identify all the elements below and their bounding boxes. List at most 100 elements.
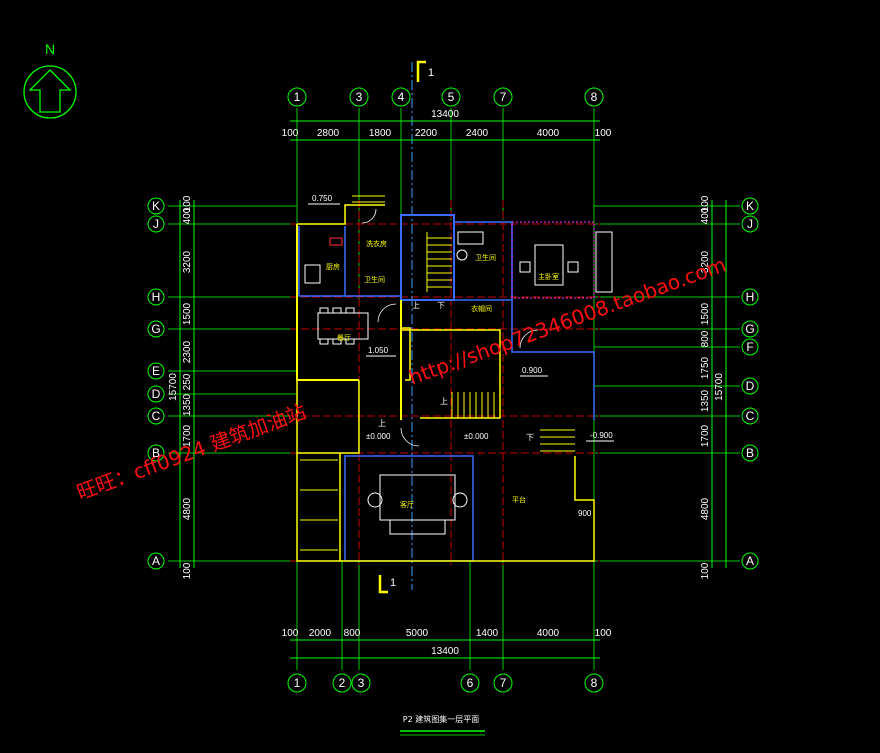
axis-label: J — [153, 217, 159, 231]
dim: 4000 — [537, 628, 560, 639]
dim: 100 — [182, 195, 193, 212]
doors — [361, 208, 539, 447]
caption-text: P2 建筑图集一层平面 — [403, 714, 479, 724]
level-label: -0.900 — [590, 431, 613, 440]
bottom-axis-bubbles: 1 2 3 6 7 8 — [287, 673, 604, 693]
building-walls — [296, 204, 595, 562]
dim: 4000 — [537, 128, 560, 139]
room-label-bathroom: 卫生间 — [364, 275, 385, 284]
room-label-kitchen: 厨房 — [326, 262, 340, 271]
right-axis-bubbles: K J H G F D C B A — [741, 197, 759, 570]
left-dimensions: 100 400 3200 1500 2300 250 1350 1700 480… — [168, 195, 195, 579]
dim: 3200 — [700, 250, 711, 273]
axis-label: 8 — [591, 676, 598, 690]
stair-labels: 上 下 上 下 上 — [378, 301, 534, 442]
section-mark-top: 1 — [428, 67, 434, 79]
furniture — [304, 231, 613, 535]
level-label: ±0.000 — [464, 432, 489, 441]
north-arrow: N — [23, 41, 77, 119]
axis-label: G — [745, 322, 754, 336]
dim: 1500 — [700, 302, 711, 325]
axis-label: 8 — [591, 90, 598, 104]
room-label-laundry: 洗衣房 — [366, 239, 387, 248]
dim: 1700 — [182, 424, 193, 447]
dim: 100 — [182, 562, 193, 579]
dim: 400 — [182, 207, 193, 224]
level-marks: 0.750 1.050 0.900 ±0.000 ±0.000 -0.900 — [308, 194, 614, 442]
dim: 1700 — [700, 424, 711, 447]
level-label: ±0.000 — [366, 432, 391, 441]
dim-total: 13400 — [431, 646, 459, 657]
stair-up-label: 上 — [378, 419, 386, 428]
room-label-terrace: 平台 — [512, 495, 526, 504]
level-label: 1.050 — [368, 346, 389, 355]
dim: 100 — [595, 128, 612, 139]
dim: 100 — [282, 628, 299, 639]
dim-total: 13400 — [431, 109, 459, 120]
level-label: 0.750 — [312, 194, 333, 203]
axis-label: A — [152, 554, 160, 568]
dim: 5000 — [406, 628, 429, 639]
dim-900-label: 900 — [578, 509, 592, 518]
axis-label: H — [152, 290, 161, 304]
axis-label: C — [746, 409, 755, 423]
axis-label: 4 — [398, 90, 405, 104]
room-label-living: 客厅 — [400, 500, 414, 509]
section-line: 1 1 — [378, 60, 434, 594]
dim: 1350 — [182, 393, 193, 416]
axis-label: 3 — [358, 676, 365, 690]
dim: 800 — [700, 330, 711, 347]
dim: 1350 — [700, 389, 711, 412]
room-label-closet: 衣帽间 — [471, 304, 492, 313]
stairs — [300, 195, 575, 551]
axis-label: K — [152, 199, 160, 213]
axis-label: A — [746, 554, 754, 568]
top-dimensions: 13400 100 2800 1800 2200 2400 4000 100 — [282, 109, 612, 141]
dim: 800 — [344, 628, 361, 639]
bottom-dimensions: 100 2000 800 5000 1400 4000 100 13400 — [282, 628, 612, 659]
axis-label: 6 — [467, 676, 474, 690]
drawing-caption: P2 建筑图集一层平面 — [400, 714, 485, 736]
room-label-dining: 餐厅 — [337, 333, 351, 342]
axis-label: 7 — [500, 90, 507, 104]
level-label: 0.900 — [522, 366, 543, 375]
axis-label: C — [152, 409, 161, 423]
axis-label: 7 — [500, 676, 507, 690]
grid-lines — [168, 108, 740, 670]
dim-total: 15700 — [168, 373, 179, 401]
axis-label: H — [746, 290, 755, 304]
dim: 1800 — [369, 128, 392, 139]
axis-label: F — [746, 340, 753, 354]
axis-label: 3 — [356, 90, 363, 104]
left-axis-bubbles: K J H G E D C B A — [147, 197, 165, 570]
room-label-master-bedroom: 主卧室 — [538, 272, 559, 281]
dim: 400 — [700, 207, 711, 224]
axis-label: D — [746, 379, 755, 393]
axis-label: B — [152, 446, 160, 460]
axis-label: E — [152, 364, 160, 378]
dim: 1500 — [182, 302, 193, 325]
north-label: N — [45, 41, 55, 57]
right-dimensions: 100 400 3200 1500 800 1750 1350 1700 480… — [700, 195, 727, 579]
center-lines — [290, 200, 600, 565]
axis-label: 1 — [294, 676, 301, 690]
axis-label: J — [747, 217, 753, 231]
axis-label: D — [152, 387, 161, 401]
room-label-master-bathroom: 卫生间 — [475, 253, 496, 262]
axis-label: G — [151, 322, 160, 336]
dim: 4800 — [182, 497, 193, 520]
axis-label: 2 — [339, 676, 346, 690]
dim: 100 — [595, 628, 612, 639]
dim: 2800 — [317, 128, 340, 139]
dim: 100 — [700, 195, 711, 212]
dim: 100 — [282, 128, 299, 139]
top-axis-bubbles: 1 3 4 5 7 8 — [287, 87, 604, 107]
dim: 100 — [700, 562, 711, 579]
dim: 2400 — [466, 128, 489, 139]
axis-label: K — [746, 199, 754, 213]
axis-label: B — [746, 446, 754, 460]
dim: 1400 — [476, 628, 499, 639]
dim: 1750 — [700, 356, 711, 379]
dim: 2000 — [309, 628, 332, 639]
